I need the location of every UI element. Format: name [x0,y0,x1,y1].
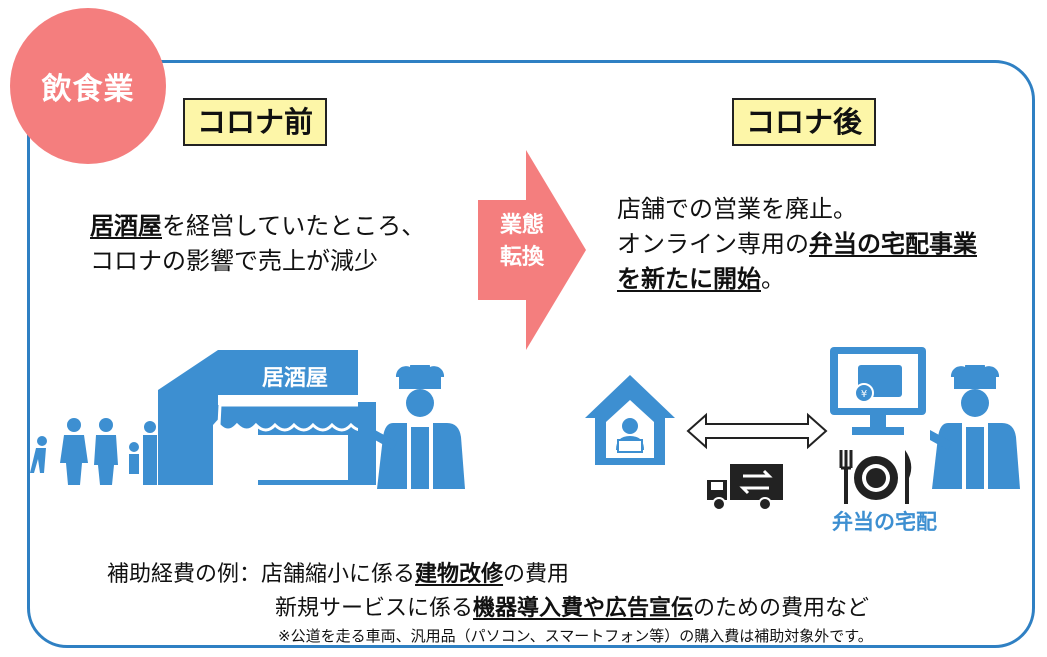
subsidy-l2-pre: 新規サービスに係る [275,596,474,621]
after-line3-rest: 。 [761,265,785,293]
arrow-label-line2: 転換 [499,245,544,270]
subsidy-l1-post: の費用 [503,562,570,587]
arrow-label-line1: 業態 [499,213,544,238]
before-corona-tag: コロナ前 [183,98,328,146]
subsidy-example-line1: 補助経費の例：店舗縮小に係る建物改修の費用 [107,556,569,588]
online-payment-monitor-icon: ¥ [830,347,926,435]
izakaya-storefront-icon [158,350,376,485]
subsidy-l1-pre: 店舗縮小に係る [261,562,416,587]
izakaya-sign: 居酒屋 [262,366,329,391]
delivery-truck-icon [707,464,783,511]
svg-text:¥: ¥ [861,389,867,400]
before-description: 居酒屋を経営していたところ、 コロナの影響で売上が減少 [90,209,425,279]
subsidy-example-line2: 新規サービスに係る機器導入費や広告宣伝のための費用など [275,590,869,622]
double-arrow-icon [686,412,828,450]
chef-delivery-icon [930,365,1020,489]
after-description: 店舗での営業を廃止。 オンライン専用の弁当の宅配事業 を新たに開始。 [617,192,977,297]
industry-badge: 飲食業 [10,8,166,164]
after-corona-tag: コロナ後 [732,98,877,146]
equipment-ad-term: 機器導入費や広告宣伝 [473,596,694,621]
before-line1-rest: を経営していたところ、 [162,212,426,240]
after-line2-pre: オンライン専用の [617,230,809,258]
home-pc-icon [585,375,675,465]
chef-icon [375,365,465,489]
new-start-term: を新たに開始 [617,265,761,293]
business-conversion-arrow-icon [478,150,586,350]
arrow-label: 業態 転換 [485,210,559,274]
before-line2: コロナの影響で売上が減少 [90,247,378,275]
exclusion-note: ※公道を走る車両、汎用品（パソコン、スマートフォン等）の購入費は補助対象外です。 [278,627,873,645]
bento-delivery-term: 弁当の宅配事業 [809,230,977,258]
bento-delivery-label: 弁当の宅配 [832,510,937,534]
izakaya-term: 居酒屋 [90,212,162,240]
subsidy-l2-post: のための費用など [693,596,870,621]
meal-icon [839,450,912,504]
subsidy-prefix: 補助経費の例： [107,562,262,587]
building-renovation-term: 建物改修 [415,562,504,587]
after-line1: 店舗での営業を廃止。 [617,195,857,223]
customers-icon [30,418,157,485]
